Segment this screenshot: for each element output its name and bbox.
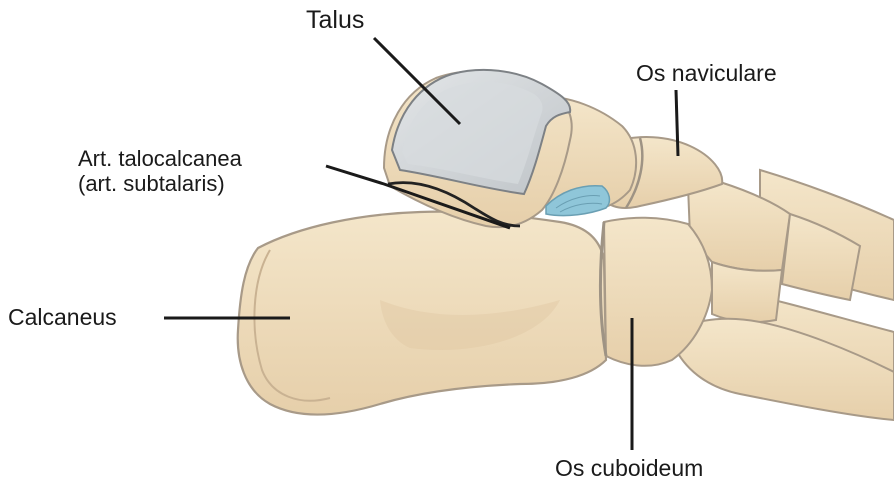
label-art-talocalcanea: Art. talocalcanea (art. subtalaris) <box>78 146 242 197</box>
label-art-subtalaris-line2: (art. subtalaris) <box>78 171 242 196</box>
label-talus: Talus <box>306 6 364 35</box>
label-calcaneus: Calcaneus <box>8 304 117 330</box>
leader-line-os-naviculare <box>676 90 678 156</box>
label-art-talocalcanea-line1: Art. talocalcanea <box>78 146 242 171</box>
label-os-cuboideum: Os cuboideum <box>555 455 703 481</box>
cuneiform-bone-3 <box>712 262 782 322</box>
label-os-naviculare: Os naviculare <box>636 60 777 86</box>
